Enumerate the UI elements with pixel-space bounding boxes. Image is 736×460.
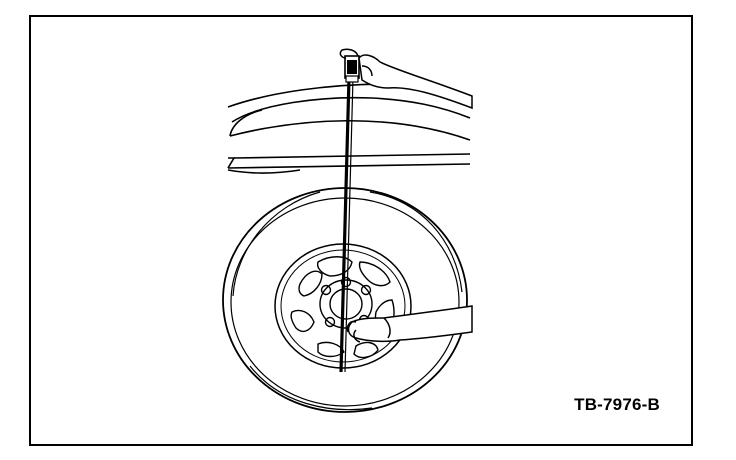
figure-frame bbox=[29, 15, 693, 446]
gloved-hand-holding-rule-icon bbox=[339, 48, 473, 110]
hand-holding-rule-at-hub-icon bbox=[346, 305, 473, 343]
body-side-strip bbox=[227, 153, 471, 174]
figure-code-label: TB-7976-B bbox=[574, 395, 660, 414]
measuring-rule bbox=[339, 55, 360, 373]
